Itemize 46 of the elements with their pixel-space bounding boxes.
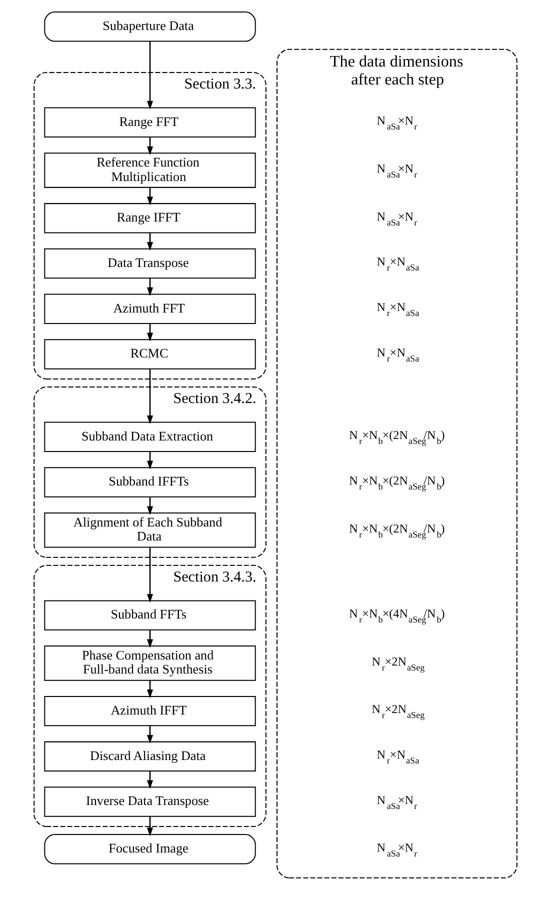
arrow <box>146 497 153 515</box>
arrow <box>146 630 153 648</box>
node-box: Alignment of Each Subband Data <box>44 512 256 548</box>
node-box: Reference Function Multiplication <box>44 152 256 188</box>
label: N$_{r}$×N$_{aSa}$ <box>376 254 419 273</box>
label: N$_{r}$×N$_{aSa}$ <box>376 345 419 364</box>
arrow <box>146 816 153 836</box>
node-box: Azimuth FFT <box>44 294 256 324</box>
node-box: Azimuth IFFT <box>44 696 256 726</box>
node-box: Subaperture Data <box>44 12 256 42</box>
arrow <box>146 324 153 342</box>
arrow <box>146 188 153 206</box>
arrow <box>146 548 153 603</box>
label: N$_{r}$×2N$_{aSeg}$ <box>371 702 424 720</box>
label: N$_{aSa}$×N$_{r}$ <box>376 840 417 858</box>
node-box: RCMC <box>44 339 256 370</box>
arrow <box>146 726 153 744</box>
label: N$_{r}$×N$_{aSa}$ <box>376 300 419 318</box>
arrow <box>146 42 153 110</box>
label: N$_{aSa}$×N$_{r}$ <box>376 161 417 180</box>
label: N$_{r}$×N$_{b}$×(2N$_{aSeg}$/N$_{b}$) <box>348 428 444 446</box>
label: N$_{r}$×N$_{aSa}$ <box>376 748 419 766</box>
label: N$_{r}$×N$_{b}$×(2N$_{aSeg}$/N$_{b}$) <box>348 473 444 492</box>
node-box: Subband IFFTs <box>44 467 256 498</box>
arrow <box>146 278 153 296</box>
node-box: Subband Data Extraction <box>44 422 256 452</box>
arrow <box>146 137 153 156</box>
arrow <box>146 771 153 789</box>
label: N$_{aSa}$×N$_{r}$ <box>376 209 417 228</box>
node-box: Focused Image <box>44 834 256 864</box>
arrow <box>146 232 153 251</box>
label: N$_{aSa}$×N$_{r}$ <box>376 792 417 811</box>
label: N$_{r}$×N$_{b}$×(4N$_{aSeg}$/N$_{b}$) <box>348 606 444 624</box>
arrow <box>146 452 153 470</box>
node-box: Data Transpose <box>44 248 256 279</box>
node-box: Inverse Data Transpose <box>44 786 256 817</box>
arrow <box>146 368 153 424</box>
label: N$_{r}$×2N$_{aSeg}$ <box>371 654 424 672</box>
label: N$_{r}$×N$_{b}$×(2N$_{aSeg}$/N$_{b}$) <box>348 521 444 540</box>
node-box: Phase Compensation and Full-band data Synthesis <box>44 646 256 681</box>
arrow <box>146 680 153 698</box>
node-box: Discard Aliasing Data <box>44 741 256 772</box>
node-box: Range IFFT <box>44 203 256 234</box>
node-box: Subband FFTs <box>44 600 256 630</box>
label: N$_{aSa}$×N$_{r}$ <box>376 114 417 132</box>
node-box: Range FFT <box>44 107 256 138</box>
